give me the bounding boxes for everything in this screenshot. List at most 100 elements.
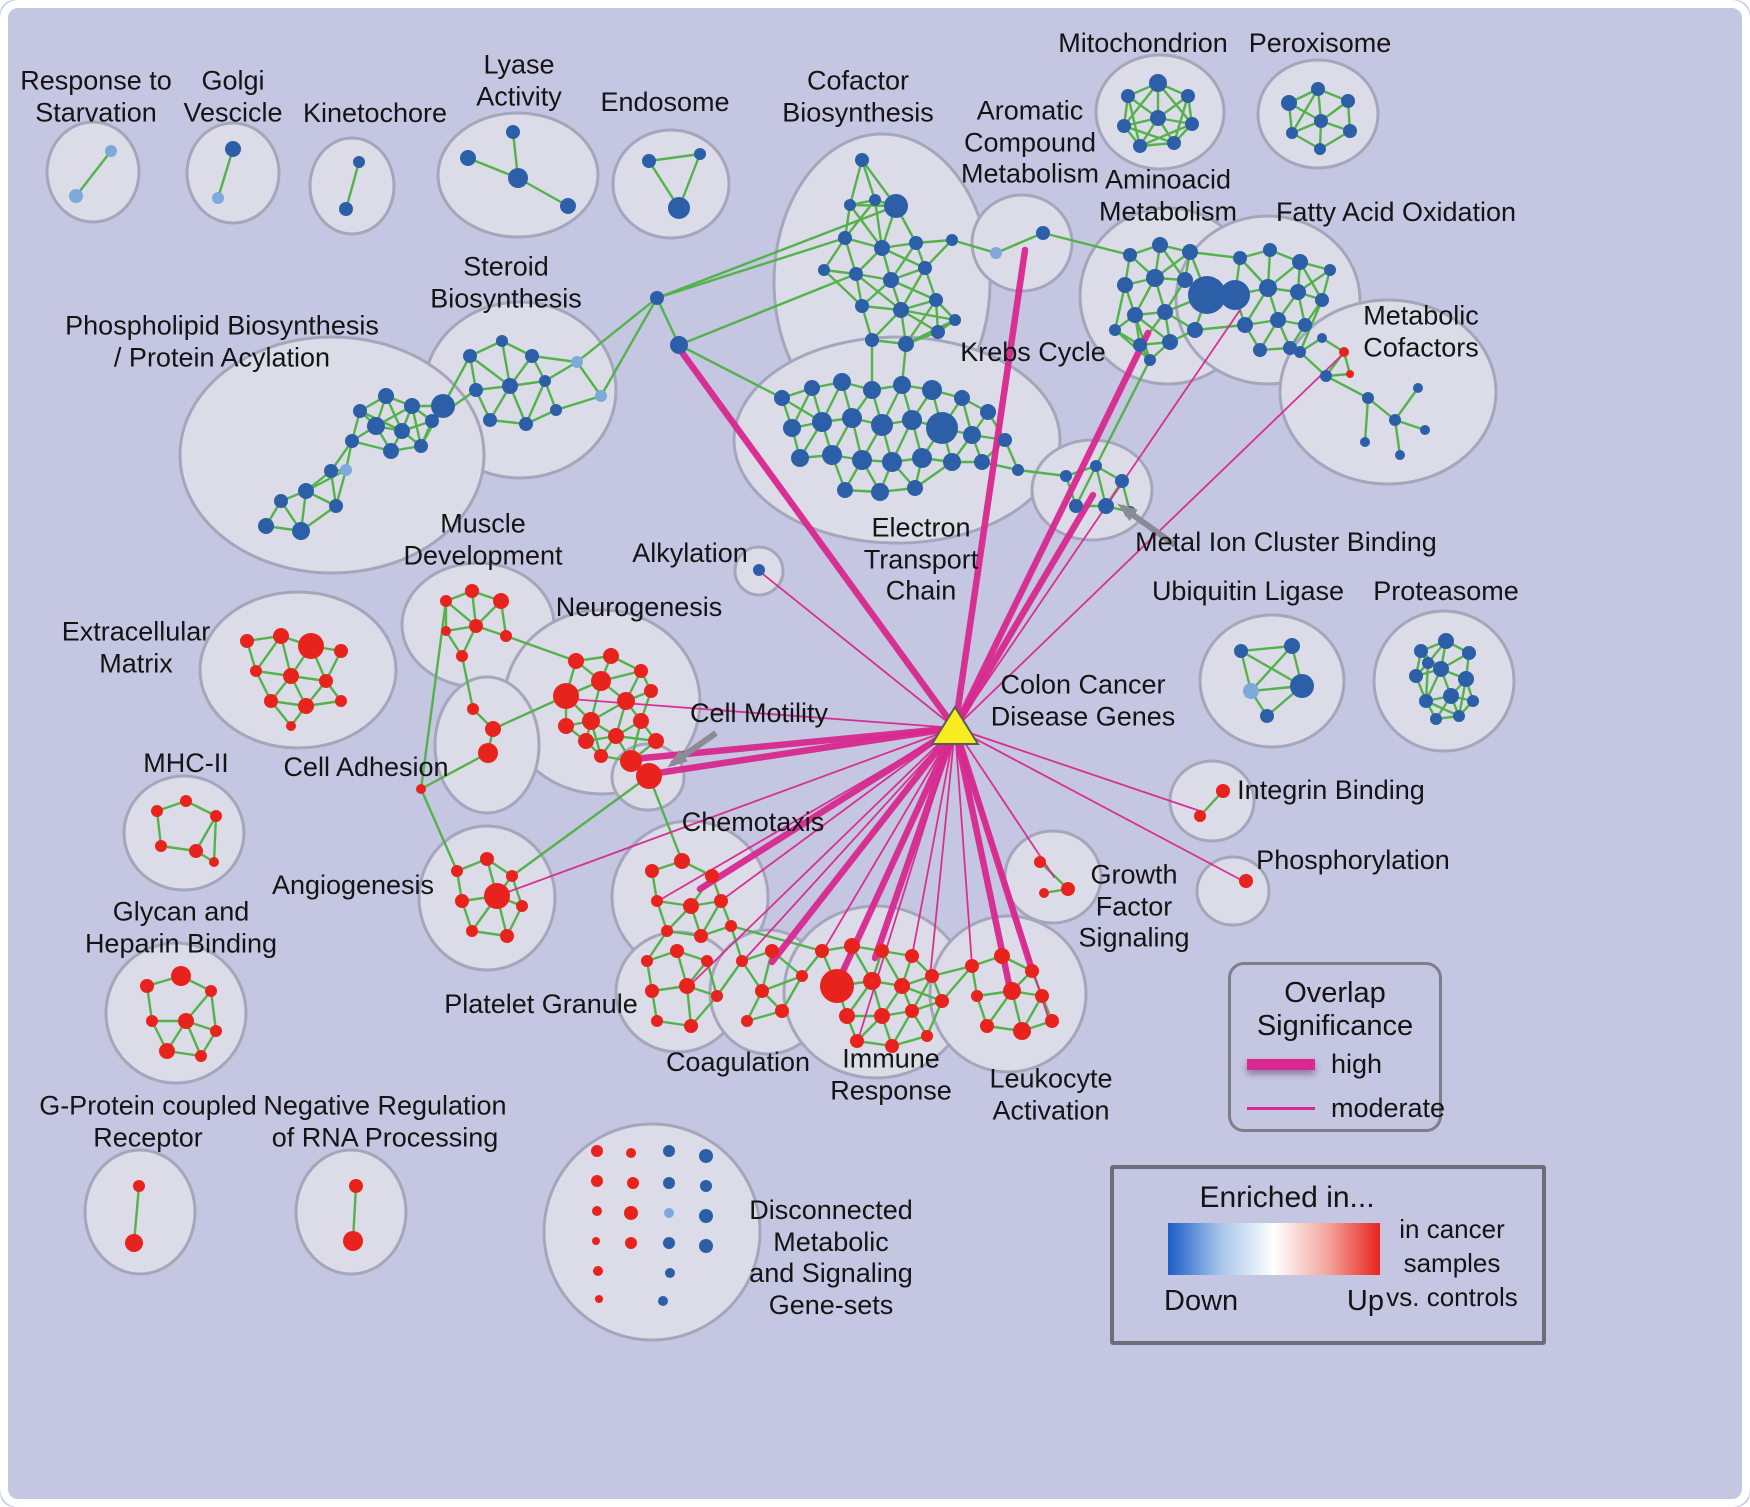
gene-set-node bbox=[650, 291, 664, 305]
nodes-krebs-etc bbox=[774, 373, 1024, 501]
gene-set-node bbox=[838, 231, 852, 245]
gene-set-node bbox=[954, 390, 970, 406]
gene-set-node bbox=[641, 955, 653, 967]
up-label: Up bbox=[1346, 1285, 1384, 1317]
gene-set-node bbox=[155, 840, 167, 852]
gene-set-node bbox=[525, 349, 539, 363]
gene-set-node bbox=[1117, 119, 1131, 133]
gene-set-node bbox=[711, 990, 723, 1002]
gene-set-node bbox=[140, 979, 154, 993]
gene-set-node bbox=[893, 302, 909, 318]
gene-set-node bbox=[625, 1237, 637, 1249]
gene-set-node bbox=[571, 356, 583, 368]
gene-set-node bbox=[905, 1004, 919, 1018]
gene-set-node bbox=[753, 564, 765, 576]
gene-set-node bbox=[608, 728, 624, 744]
cluster-bubble-ubiquitin-ligase bbox=[1198, 613, 1346, 749]
cluster-bubble-integrin-binding bbox=[1168, 759, 1256, 843]
gene-set-node bbox=[1413, 383, 1423, 393]
gene-set-node bbox=[286, 721, 296, 731]
gene-set-node bbox=[1036, 226, 1050, 240]
gene-set-node bbox=[663, 1177, 675, 1189]
gene-set-node bbox=[634, 664, 648, 678]
enrichment-note: in cancer samples vs. controls bbox=[1386, 1214, 1518, 1312]
gene-set-node bbox=[1259, 279, 1277, 297]
gene-set-node bbox=[663, 1145, 675, 1157]
gene-set-node bbox=[210, 1025, 222, 1037]
gene-set-node bbox=[1157, 304, 1173, 320]
gene-set-node bbox=[935, 994, 949, 1008]
nodes-angiogenesis bbox=[451, 852, 528, 943]
overlap-edge-moderate bbox=[954, 309, 1241, 729]
nodes-aminoacid-metabolism bbox=[1109, 237, 1226, 366]
gene-set-node bbox=[874, 1008, 890, 1024]
gene-set-node bbox=[329, 499, 343, 513]
gene-set-node bbox=[665, 1268, 675, 1278]
gene-set-node bbox=[725, 920, 737, 932]
gene-set-node bbox=[1181, 89, 1195, 103]
gene-set-node bbox=[1341, 94, 1355, 108]
gene-set-node bbox=[624, 1206, 638, 1220]
gene-set-node bbox=[882, 452, 902, 472]
gene-set-node bbox=[912, 448, 932, 468]
gene-set-node bbox=[1115, 474, 1129, 488]
gene-set-node bbox=[1324, 264, 1336, 276]
gene-set-node bbox=[875, 944, 889, 958]
gene-set-node bbox=[863, 972, 881, 990]
arrow-head-icon bbox=[667, 750, 688, 768]
gene-set-node bbox=[651, 895, 663, 907]
gene-set-node bbox=[922, 380, 942, 400]
gene-set-node bbox=[1320, 370, 1332, 382]
gene-set-node bbox=[1220, 280, 1250, 310]
gene-set-node bbox=[178, 1013, 194, 1029]
legend-overlap-title: Overlap Significance bbox=[1256, 977, 1414, 1043]
pointer-arrow bbox=[1117, 503, 1177, 548]
gene-set-node bbox=[651, 1015, 663, 1027]
gene-set-node bbox=[909, 236, 923, 250]
gene-set-node bbox=[591, 671, 611, 691]
gene-set-node bbox=[1012, 464, 1024, 476]
gene-set-node bbox=[1133, 139, 1147, 153]
gene-set-node bbox=[298, 698, 314, 714]
overlap-edge-moderate bbox=[954, 727, 1055, 878]
gene-set-node bbox=[1281, 95, 1297, 111]
gene-set-node bbox=[1013, 1022, 1031, 1040]
gene-set-node bbox=[349, 1179, 363, 1193]
gene-set-node bbox=[378, 388, 394, 404]
overlap-edge-high bbox=[951, 491, 1097, 732]
gene-set-node bbox=[871, 414, 893, 436]
gene-set-node bbox=[633, 713, 649, 729]
gene-set-node bbox=[1290, 674, 1314, 698]
gene-set-node bbox=[105, 145, 117, 157]
gene-set-node bbox=[1270, 312, 1286, 328]
gene-set-node bbox=[440, 595, 452, 607]
nodes-neurogenesis bbox=[553, 648, 664, 772]
gene-set-node bbox=[658, 1296, 668, 1306]
gene-set-node bbox=[210, 810, 222, 822]
gene-set-node bbox=[818, 264, 830, 276]
gene-set-node bbox=[485, 721, 501, 737]
gene-set-node bbox=[812, 412, 832, 432]
gene-set-node bbox=[324, 464, 338, 478]
gene-set-node bbox=[483, 413, 497, 427]
gene-set-node bbox=[484, 883, 510, 909]
gene-set-node bbox=[980, 404, 996, 420]
edges-g-protein-coupled-receptor bbox=[132, 1185, 141, 1244]
gene-set-node bbox=[451, 865, 463, 877]
gene-set-node bbox=[1346, 370, 1354, 378]
gene-set-node bbox=[741, 1015, 753, 1027]
cluster-bubble-proteasome bbox=[1372, 609, 1516, 753]
gene-set-node bbox=[929, 293, 943, 307]
gene-set-node bbox=[1133, 338, 1147, 352]
gene-set-node bbox=[240, 634, 254, 648]
gene-set-node bbox=[383, 443, 399, 459]
gene-set-node bbox=[595, 390, 607, 402]
nodes-negative-regulation-rna bbox=[343, 1179, 363, 1251]
gene-set-node bbox=[264, 694, 278, 708]
gene-set-node bbox=[1253, 343, 1267, 357]
gene-set-node bbox=[273, 628, 289, 644]
gene-set-node bbox=[1298, 318, 1312, 332]
